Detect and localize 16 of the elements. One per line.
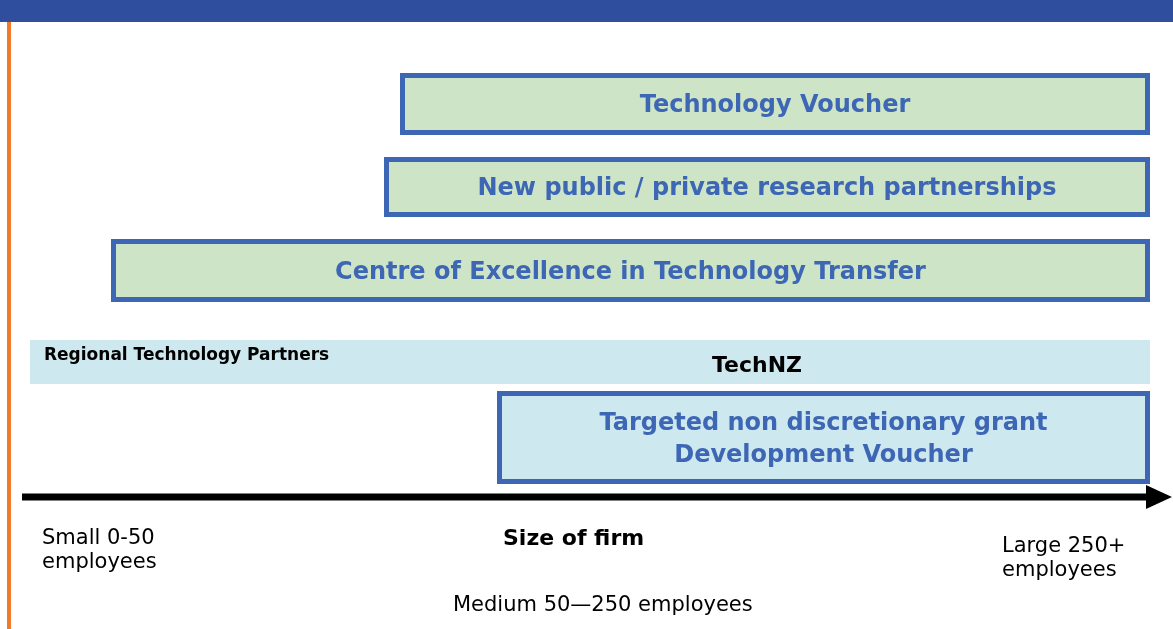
programme-band — [30, 340, 1150, 384]
axis-label: Medium 50—250 employees — [453, 592, 754, 616]
axis-label: Small 0-50 employees — [42, 525, 158, 573]
band-label: Regional Technology Partners — [44, 344, 330, 364]
programme-box — [497, 391, 1150, 484]
programme-box — [111, 239, 1150, 302]
programme-name: Targeted non discretionary grant — [599, 406, 1048, 438]
band-title: TechNZ — [712, 352, 803, 377]
programme-name: Centre of Excellence in Technology Transfer — [335, 256, 926, 285]
programme-name: Development Voucher — [674, 438, 973, 470]
programme-box — [384, 157, 1150, 217]
programme-name: New public / private research partnerships — [477, 173, 1057, 201]
programme-box — [400, 73, 1150, 135]
axis-title: Size of firm — [503, 525, 646, 550]
programme-name: Technology Voucher — [639, 90, 911, 118]
axis-label: Large 250+ employees — [1002, 533, 1127, 581]
